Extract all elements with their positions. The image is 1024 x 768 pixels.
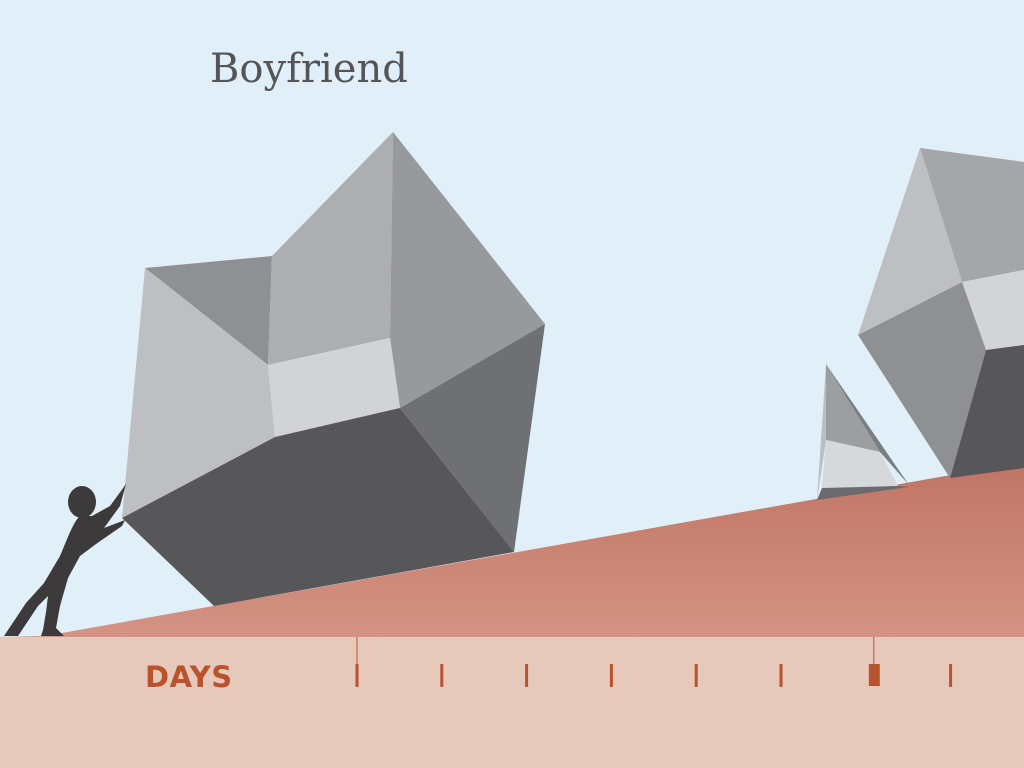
timeline-tick-marked bbox=[868, 664, 880, 686]
timeline-tick bbox=[694, 664, 698, 687]
timeline-band bbox=[0, 637, 1024, 768]
timeline-label: DAYS bbox=[145, 660, 233, 694]
boulder-large bbox=[122, 132, 545, 606]
timeline-tick bbox=[779, 664, 783, 687]
figure-body bbox=[4, 484, 126, 636]
title: Boyfriend bbox=[210, 46, 408, 92]
pushing-figure bbox=[4, 484, 126, 636]
timeline-tick bbox=[440, 664, 444, 687]
timeline-tick bbox=[525, 664, 529, 687]
timeline-tick bbox=[949, 664, 953, 687]
timeline-tick bbox=[609, 664, 613, 687]
timeline-ticks bbox=[355, 637, 953, 687]
boulder-right bbox=[858, 148, 1024, 478]
rock-small bbox=[817, 364, 909, 500]
ramp bbox=[0, 462, 1024, 637]
figure-head bbox=[68, 486, 96, 518]
timeline-tick bbox=[355, 664, 359, 687]
